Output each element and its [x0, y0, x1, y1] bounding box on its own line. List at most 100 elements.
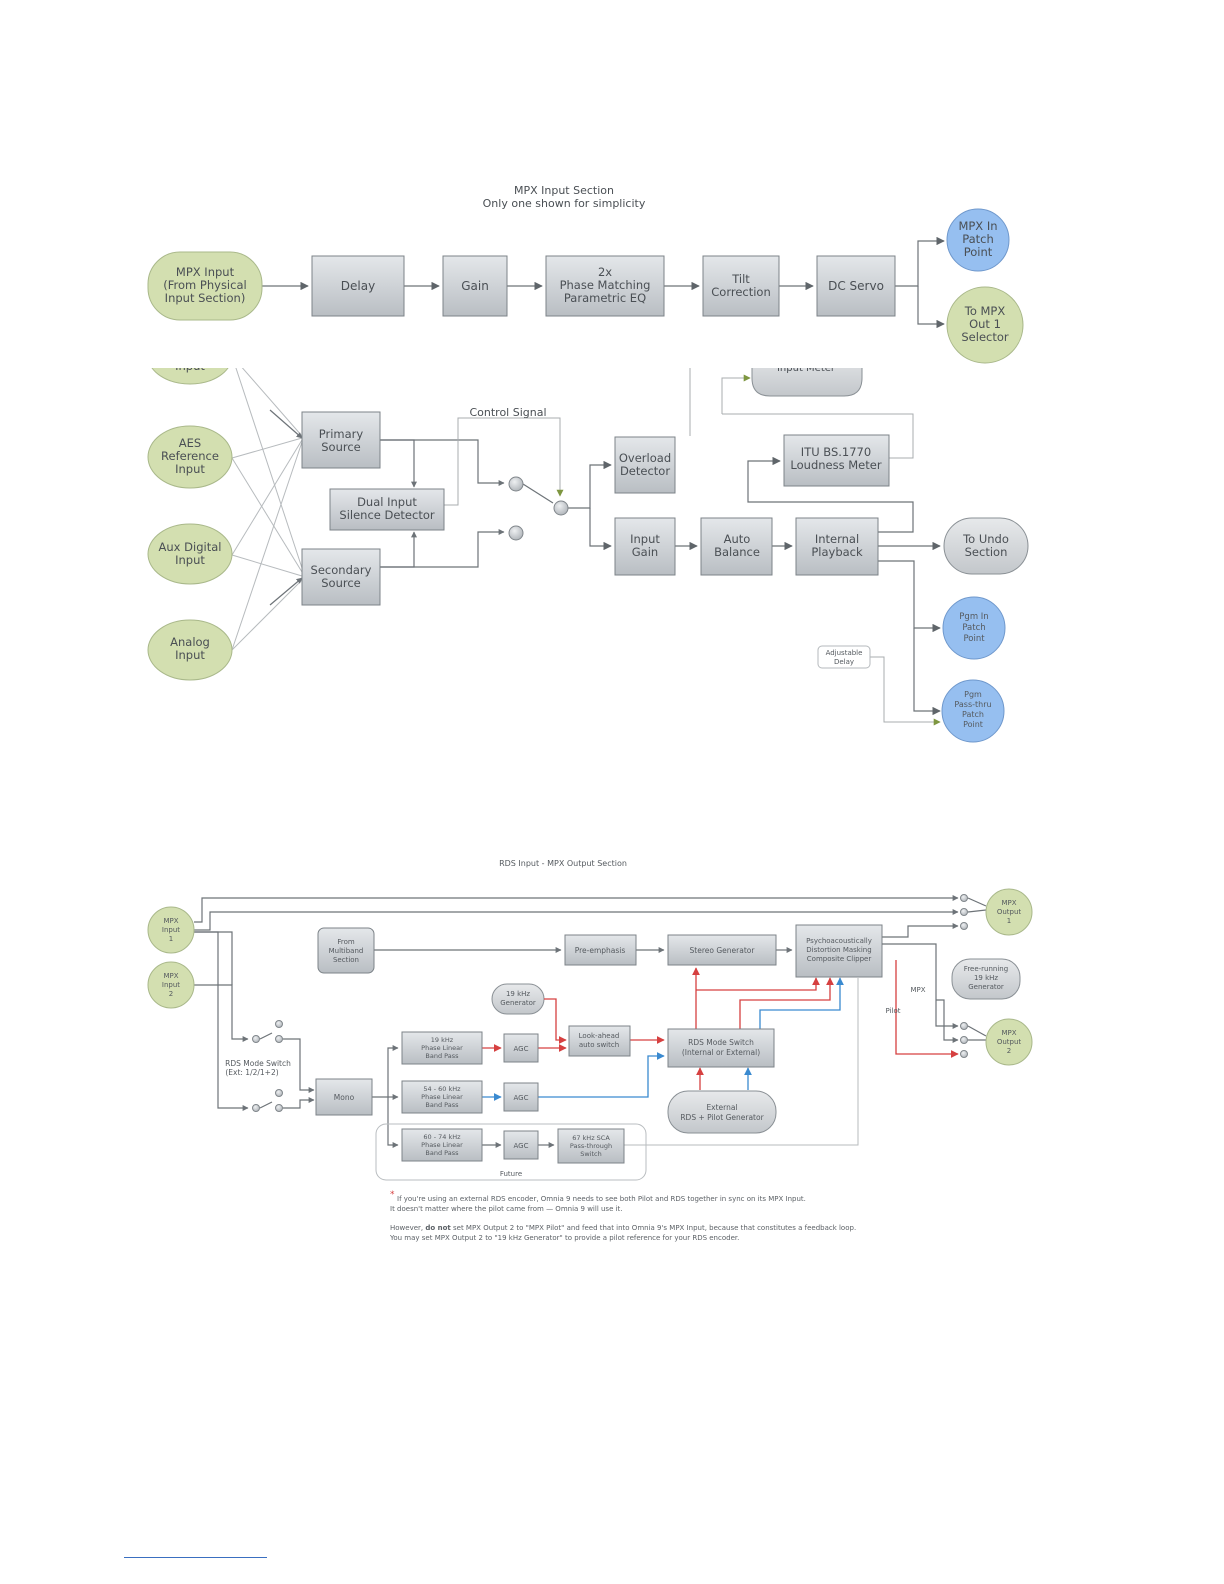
- svg-text:MPX In: MPX In: [958, 219, 997, 233]
- rds-mode-switch-label: RDS Mode Switch: [225, 1059, 291, 1068]
- svg-text:Input: Input: [630, 532, 660, 546]
- svg-text:Input Section): Input Section): [165, 291, 246, 305]
- svg-text:Detector: Detector: [620, 464, 670, 478]
- svg-text:Input: Input: [175, 462, 205, 476]
- svg-text:Input Meter: Input Meter: [777, 363, 836, 374]
- partial-input-meter: Input Meter: [751, 363, 863, 397]
- section-subtitle: Only one shown for simplicity: [483, 197, 646, 210]
- switch-node-primary: [508, 476, 524, 492]
- svg-text:2x: 2x: [598, 265, 612, 279]
- svg-text:Dual Input: Dual Input: [357, 495, 417, 509]
- svg-text:Loudness Meter: Loudness Meter: [790, 458, 881, 472]
- svg-text:67 kHz SCA: 67 kHz SCA: [572, 1134, 610, 1142]
- mpx-input-source: MPX Input (From Physical Input Section): [147, 251, 263, 321]
- svg-text:AGC: AGC: [514, 1142, 529, 1150]
- svg-text:Overload: Overload: [619, 451, 671, 465]
- svg-text:MPX: MPX: [163, 917, 178, 925]
- from-multiband-section: From Multiband Section: [317, 927, 375, 974]
- svg-text:Reference: Reference: [161, 449, 219, 463]
- svg-text:Free-running: Free-running: [964, 965, 1008, 973]
- svg-text:Patch: Patch: [962, 623, 985, 633]
- svg-text:Selector: Selector: [961, 330, 1009, 344]
- svg-text:Pre-emphasis: Pre-emphasis: [575, 946, 626, 955]
- svg-text:Gain: Gain: [461, 279, 489, 293]
- svg-text:Balance: Balance: [714, 545, 760, 559]
- rds-section-title: RDS Input - MPX Output Section: [499, 859, 627, 868]
- svg-text:Multiband: Multiband: [329, 947, 364, 955]
- svg-text:ITU BS.1770: ITU BS.1770: [801, 445, 871, 459]
- svg-text:Adjustable: Adjustable: [826, 649, 863, 657]
- svg-text:Patch: Patch: [962, 232, 994, 246]
- svg-text:2: 2: [1007, 1047, 1011, 1055]
- agc-block-1: AGC: [503, 1033, 539, 1063]
- mpx-in-patch-point: MPX In Patch Point: [946, 208, 1010, 272]
- svg-text:54 - 60 kHz: 54 - 60 kHz: [423, 1085, 461, 1093]
- free-running-19khz-generator: Free-running 19 kHz Generator: [951, 958, 1021, 1000]
- svg-text:Auto: Auto: [724, 532, 751, 546]
- note-line-2: It doesn't matter where the pilot came f…: [390, 1205, 623, 1213]
- parametric-eq-block: 2x Phase Matching Parametric EQ: [545, 255, 665, 317]
- svg-text:(Internal or External): (Internal or External): [682, 1048, 760, 1057]
- overload-detector: Overload Detector: [614, 436, 676, 494]
- svg-text:Pgm: Pgm: [964, 690, 982, 699]
- svg-text:19 kHz: 19 kHz: [431, 1036, 454, 1044]
- section-title: MPX Input Section: [514, 184, 614, 197]
- input-gain-block: Input Gain: [614, 517, 676, 576]
- svg-text:Point: Point: [964, 245, 993, 259]
- svg-text:From: From: [337, 938, 355, 946]
- switch-node-output: [553, 500, 569, 516]
- svg-text:Source: Source: [321, 440, 361, 454]
- to-undo-section: To Undo Section: [943, 517, 1029, 575]
- note-line-4: You may set MPX Output 2 to "19 kHz Gene…: [389, 1234, 739, 1242]
- rds-mode-switch-sub: (Ext: 1/2/1+2): [225, 1068, 278, 1077]
- itu-loudness-meter: ITU BS.1770 Loudness Meter: [783, 434, 890, 487]
- bandpass-60-74khz: 60 - 74 kHz Phase Linear Band Pass: [401, 1128, 483, 1162]
- future-label: Future: [500, 1170, 522, 1178]
- svg-text:Internal: Internal: [815, 532, 859, 546]
- sca-passthrough-switch: 67 kHz SCA Pass-through Switch: [557, 1128, 625, 1164]
- pilot-line-label: Pilot: [886, 1007, 901, 1015]
- mpx-output-2: MPX Output 2: [985, 1018, 1033, 1066]
- svg-text:To Undo: To Undo: [962, 532, 1009, 546]
- svg-text:Correction: Correction: [711, 285, 771, 299]
- svg-text:Distortion Masking: Distortion Masking: [806, 946, 871, 954]
- svg-text:Stereo Generator: Stereo Generator: [690, 946, 756, 955]
- svg-text:Out 1: Out 1: [969, 317, 1001, 331]
- svg-text:Input: Input: [175, 648, 205, 662]
- svg-text:Parametric EQ: Parametric EQ: [564, 291, 646, 305]
- dc-servo-block: DC Servo: [816, 255, 896, 317]
- 19khz-generator: 19 kHz Generator: [491, 983, 545, 1015]
- mono-block: Mono: [315, 1078, 373, 1116]
- svg-text:Phase Linear: Phase Linear: [421, 1141, 463, 1149]
- svg-text:Delay: Delay: [834, 658, 854, 666]
- svg-text:MPX: MPX: [163, 972, 178, 980]
- svg-text:19 kHz: 19 kHz: [974, 974, 998, 982]
- mpx-input-1: MPX Input 1: [147, 906, 195, 954]
- svg-text:Output: Output: [997, 908, 1022, 916]
- external-rds-pilot-generator: External RDS + Pilot Generator: [667, 1090, 777, 1134]
- svg-text:Input: Input: [162, 981, 180, 989]
- svg-text:Input: Input: [175, 553, 205, 567]
- svg-text:Gain: Gain: [632, 545, 658, 559]
- dual-input-silence-detector: Dual Input Silence Detector: [329, 488, 445, 531]
- svg-text:(From Physical: (From Physical: [163, 278, 246, 292]
- rds-mode-switch-block: RDS Mode Switch (Internal or External): [667, 1028, 775, 1068]
- svg-text:1: 1: [1007, 917, 1011, 925]
- svg-text:Look-ahead: Look-ahead: [579, 1032, 620, 1040]
- pgm-passthru-patch-point: Pgm Pass-thru Patch Point: [941, 679, 1005, 743]
- svg-text:Composite Clipper: Composite Clipper: [807, 955, 872, 963]
- svg-text:60 - 74 kHz: 60 - 74 kHz: [423, 1133, 461, 1141]
- svg-text:Pgm In: Pgm In: [959, 612, 988, 622]
- svg-text:Point: Point: [963, 720, 983, 729]
- svg-text:Switch: Switch: [580, 1150, 602, 1158]
- svg-text:Band Pass: Band Pass: [425, 1149, 459, 1157]
- svg-text:Band Pass: Band Pass: [425, 1052, 459, 1060]
- aux-digital-input: Aux Digital Input: [147, 523, 233, 585]
- rds-output-section: RDS Input - MPX Output Section RDS Mode …: [147, 859, 1033, 1242]
- svg-text:MPX: MPX: [1001, 1029, 1016, 1037]
- composite-clipper-block: Psychoacoustically Distortion Masking Co…: [795, 924, 883, 978]
- analog-input: Analog Input: [147, 619, 233, 681]
- tilt-correction-block: Tilt Correction: [702, 255, 780, 317]
- adjustable-delay: Adjustable Delay: [817, 645, 871, 669]
